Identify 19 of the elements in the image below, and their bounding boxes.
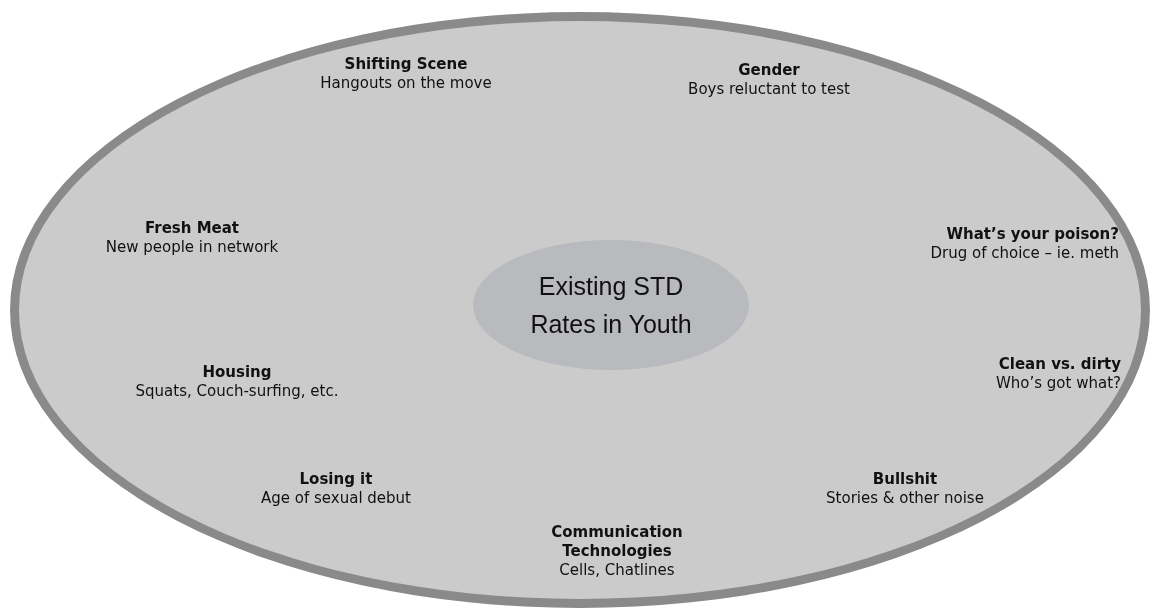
factor-heading: Losing it [299, 470, 373, 489]
factor-description: Cells, Chatlines [559, 561, 675, 580]
factor-heading: Gender [738, 61, 800, 80]
factor-description: Drug of choice – ie. meth [930, 244, 1119, 263]
factor-heading: Fresh Meat [144, 219, 240, 238]
factor-heading: What’s your poison? [946, 225, 1119, 244]
factor-description: Stories & other noise [826, 489, 984, 508]
factor-description: Boys reluctant to test [688, 80, 850, 99]
factor-description: Hangouts on the move [320, 74, 492, 93]
factor-heading: Communication Technologies [550, 523, 684, 561]
factor-heading: Bullshit [872, 470, 938, 489]
factor-heading: Shifting Scene [344, 55, 468, 74]
factor-description: Squats, Couch-surfing, etc. [135, 382, 339, 401]
factor-description: New people in network [105, 238, 279, 257]
factor-description: Age of sexual debut [261, 489, 411, 508]
factor-heading: Housing [202, 363, 272, 382]
factor-description: Who’s got what? [995, 374, 1121, 393]
center-title: Existing STD Rates in Youth [529, 271, 693, 340]
factor-heading: Clean vs. dirty [998, 355, 1121, 374]
